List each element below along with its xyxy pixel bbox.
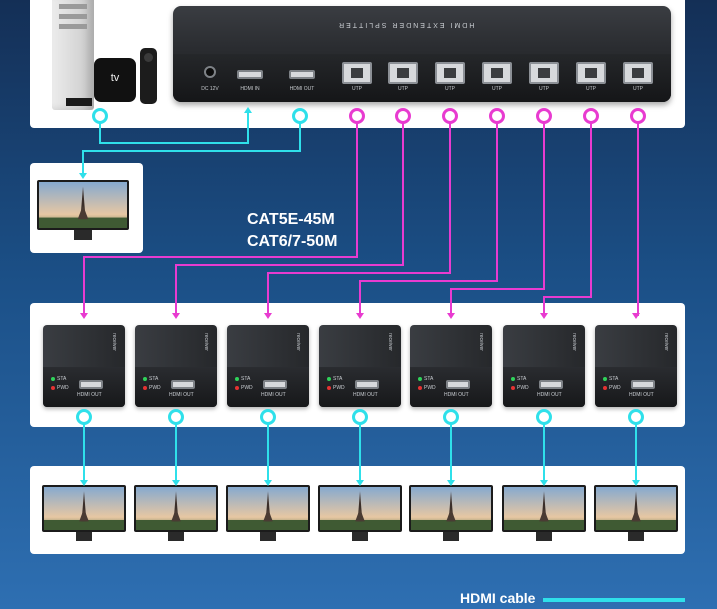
legend-label: HDMI cable xyxy=(460,590,535,606)
utp-arrow-4 xyxy=(356,313,364,319)
display-arrow-3 xyxy=(264,480,272,486)
receiver-connector-dot-2 xyxy=(170,411,183,424)
display-arrow-4 xyxy=(356,480,364,486)
utp-connector-dot-5 xyxy=(538,110,551,123)
receiver-connector-dot-5 xyxy=(445,411,458,424)
hdmi-link-source-to-splitter xyxy=(100,110,248,143)
utp-arrow-6 xyxy=(540,313,548,319)
display-arrow-6 xyxy=(540,480,548,486)
utp-connector-dot-6 xyxy=(585,110,598,123)
cable-length-cat5e: CAT5E-45M xyxy=(247,211,335,229)
utp-arrow-2 xyxy=(172,313,180,319)
utp-connector-dot-2 xyxy=(397,110,410,123)
hdmi-link-splitter-to-loop-display xyxy=(83,116,300,176)
receiver-connector-dot-1 xyxy=(78,411,91,424)
legend-hdmi-line xyxy=(543,598,685,602)
utp-connector-dot-1 xyxy=(351,110,364,123)
hdmi-out-connector-dot xyxy=(294,110,307,123)
receiver-connector-dot-4 xyxy=(354,411,367,424)
utp-link-4 xyxy=(360,116,497,316)
cable-length-cat6: CAT6/7-50M xyxy=(247,233,337,251)
utp-arrow-3 xyxy=(264,313,272,319)
display-arrow-2 xyxy=(172,480,180,486)
receiver-connector-dot-6 xyxy=(538,411,551,424)
display-arrow-1 xyxy=(80,480,88,486)
display-arrow-7 xyxy=(632,480,640,486)
hdmi-in-arrow xyxy=(244,107,252,113)
display-arrow-5 xyxy=(447,480,455,486)
utp-link-6 xyxy=(544,116,591,316)
receiver-connector-dot-7 xyxy=(630,411,643,424)
utp-arrow-5 xyxy=(447,313,455,319)
utp-connector-dot-4 xyxy=(491,110,504,123)
utp-connector-dot-3 xyxy=(444,110,457,123)
source-connector-dot xyxy=(94,110,107,123)
loop-display-arrow xyxy=(79,173,87,179)
receiver-connector-dot-3 xyxy=(262,411,275,424)
utp-arrow-1 xyxy=(80,313,88,319)
utp-connector-dot-7 xyxy=(632,110,645,123)
